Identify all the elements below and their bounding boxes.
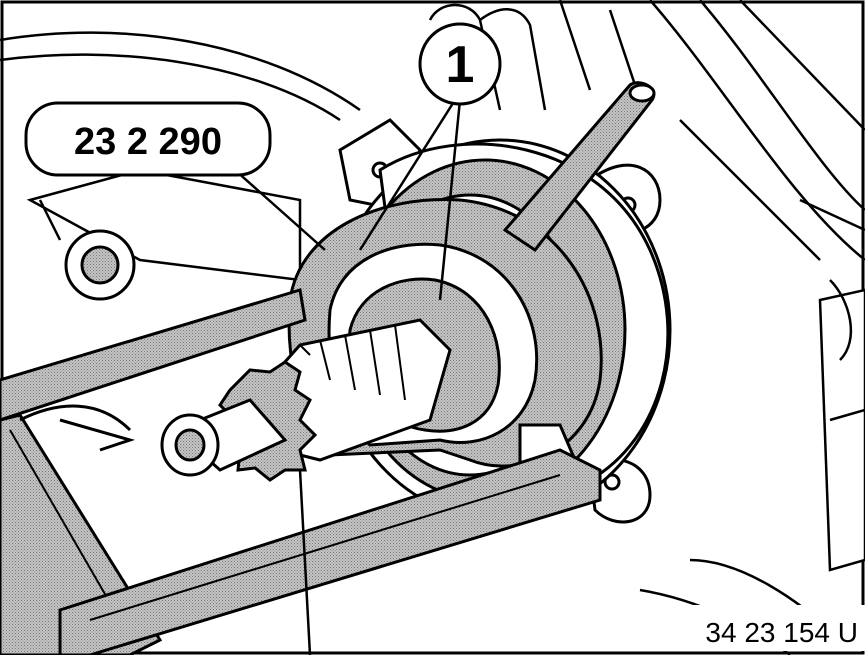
- callout-number: 1: [446, 36, 475, 94]
- leader-lines: [234, 99, 462, 655]
- splined-shaft: [160, 318, 452, 482]
- mounting-eye: [64, 229, 136, 301]
- locking-pin: [502, 81, 656, 253]
- callout-bubble: 1: [418, 22, 502, 106]
- holding-fixture: [0, 288, 602, 655]
- part-number-label: 23 2 290: [24, 101, 272, 177]
- part-number-text: 23 2 290: [74, 121, 222, 163]
- reference-code: 34 23 154 U: [705, 617, 858, 648]
